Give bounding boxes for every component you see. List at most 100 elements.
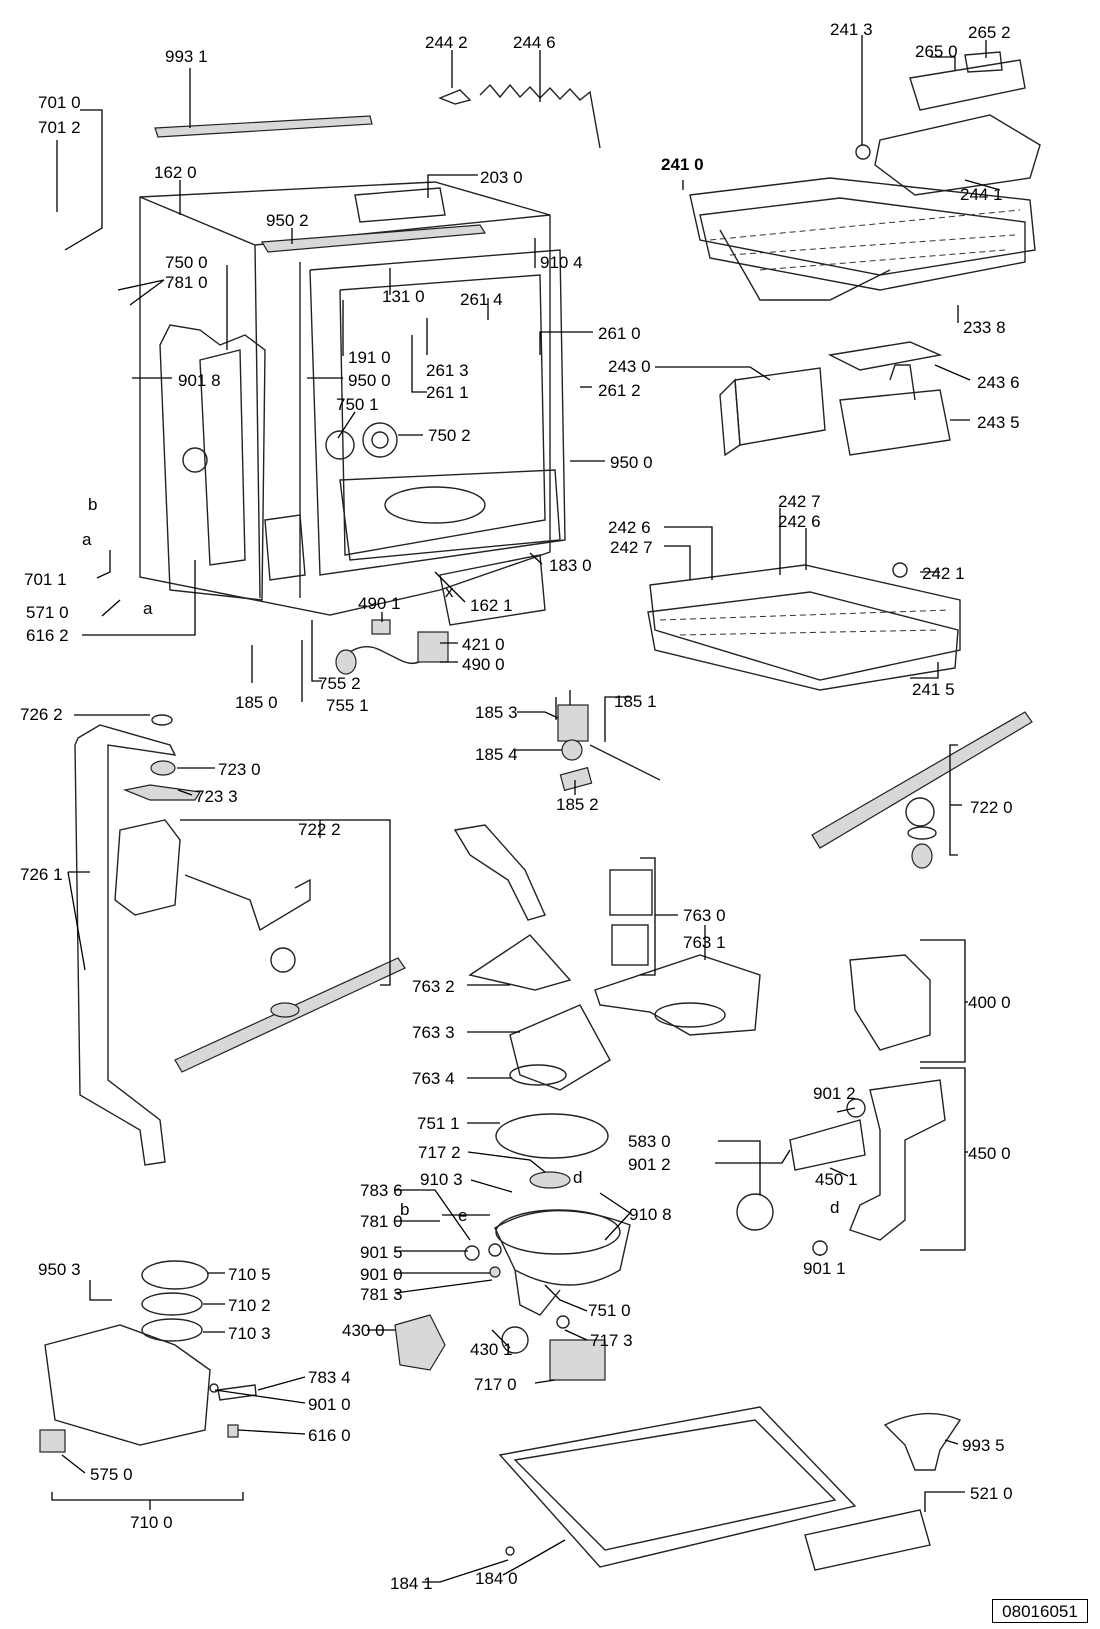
callout-label: 723 3 xyxy=(195,787,238,806)
callout-label: b xyxy=(88,495,97,514)
callout-label: 265 0 xyxy=(915,42,958,61)
callout-label: b xyxy=(400,1200,409,1219)
callout-label: 233 8 xyxy=(963,318,1006,337)
callout-label: 763 2 xyxy=(412,977,455,996)
callout-label: 755 1 xyxy=(326,696,369,715)
callout-label: 726 2 xyxy=(20,705,63,724)
callout-label: 243 0 xyxy=(608,357,651,376)
callout-label: 191 0 xyxy=(348,348,391,367)
callout-label: 242 7 xyxy=(778,492,821,511)
callout-label: 901 0 xyxy=(360,1265,403,1284)
callout-label: 261 3 xyxy=(426,361,469,380)
callout-label: 781 0 xyxy=(165,273,208,292)
part-upper-basket xyxy=(689,177,1036,301)
part-drain-hose xyxy=(736,954,946,1256)
callout-label: a xyxy=(143,599,153,618)
callout-label: 950 3 xyxy=(38,1260,81,1279)
callout-label: 450 0 xyxy=(968,1144,1011,1163)
callout-label: d xyxy=(830,1198,839,1217)
callout-label: 750 1 xyxy=(336,395,379,414)
part-water-conduit xyxy=(74,714,201,1166)
callout-label: 722 0 xyxy=(970,798,1013,817)
callout-label: 710 0 xyxy=(130,1513,173,1532)
callout-label: 910 8 xyxy=(629,1205,672,1224)
callout-label: a xyxy=(82,530,92,549)
reference-number: 08016051 xyxy=(992,1599,1088,1623)
part-wiring xyxy=(335,619,449,675)
part-heater-screw xyxy=(557,690,661,792)
callout-label: 710 3 xyxy=(228,1324,271,1343)
callout-labels: 993 1 244 2 244 6 241 3 265 2 265 0 701 0 701 2… xyxy=(20,20,1020,1593)
part-water-softener xyxy=(39,1260,257,1453)
callout-label: 717 0 xyxy=(474,1375,517,1394)
callout-label: 901 2 xyxy=(628,1155,671,1174)
callout-label: 185 3 xyxy=(475,703,518,722)
callout-label: 430 1 xyxy=(470,1340,513,1359)
part-top-strip xyxy=(154,115,373,138)
callout-label: 242 7 xyxy=(610,538,653,557)
callout-label: 781 0 xyxy=(360,1212,403,1231)
callout-label: 750 0 xyxy=(165,253,208,272)
callout-label: 244 6 xyxy=(513,33,556,52)
part-spring xyxy=(438,83,601,149)
callout-label: e xyxy=(458,1206,467,1225)
callout-label: 751 0 xyxy=(588,1301,631,1320)
callout-label: 243 6 xyxy=(977,373,1020,392)
callout-label: 763 4 xyxy=(412,1069,455,1088)
callout-label: 910 3 xyxy=(420,1170,463,1189)
callout-label: 616 0 xyxy=(308,1426,351,1445)
callout-label: 701 2 xyxy=(38,118,81,137)
callout-label: 901 1 xyxy=(803,1259,846,1278)
callout-label: 261 0 xyxy=(598,324,641,343)
callout-label: 993 5 xyxy=(962,1436,1005,1455)
callout-label: 490 1 xyxy=(358,594,401,613)
callout-label: 763 1 xyxy=(683,933,726,952)
callout-label: 244 2 xyxy=(425,33,468,52)
callout-label: 241 5 xyxy=(912,680,955,699)
callout-label: 421 0 xyxy=(462,635,505,654)
callout-label: 781 3 xyxy=(360,1285,403,1304)
callout-label: 241 0 xyxy=(661,155,704,174)
callout-label: 993 1 xyxy=(165,47,208,66)
callout-label: 950 2 xyxy=(266,211,309,230)
callout-label: 162 0 xyxy=(154,163,197,182)
callout-label: 185 4 xyxy=(475,745,518,764)
part-lower-basket xyxy=(647,562,961,691)
callout-label: 751 1 xyxy=(417,1114,460,1133)
callout-label: 710 5 xyxy=(228,1265,271,1284)
callout-label: 717 3 xyxy=(590,1331,633,1350)
callout-label: 901 0 xyxy=(308,1395,351,1414)
callout-label: 723 0 xyxy=(218,760,261,779)
callout-label: 910 4 xyxy=(540,253,583,272)
callout-label: 242 6 xyxy=(608,518,651,537)
callout-label: 261 2 xyxy=(598,381,641,400)
callout-label: 575 0 xyxy=(90,1465,133,1484)
callout-label: 521 0 xyxy=(970,1484,1013,1503)
part-cutlery-baskets xyxy=(719,341,951,457)
callout-label: 450 1 xyxy=(815,1170,858,1189)
callout-label: 242 1 xyxy=(922,564,965,583)
callout-label: 162 1 xyxy=(470,596,513,615)
callout-label: 763 3 xyxy=(412,1023,455,1042)
callout-label: 755 2 xyxy=(318,674,361,693)
callout-label: 490 0 xyxy=(462,655,505,674)
callout-label: 244 1 xyxy=(960,185,1003,204)
callout-label: 701 1 xyxy=(24,570,67,589)
callout-label: 726 1 xyxy=(20,865,63,884)
callout-label: 241 3 xyxy=(830,20,873,39)
callout-label: 722 2 xyxy=(298,820,341,839)
callout-label: 183 0 xyxy=(549,556,592,575)
callout-label: 203 0 xyxy=(480,168,523,187)
leader-lines xyxy=(51,35,1001,1583)
callout-label: 184 1 xyxy=(390,1574,433,1593)
callout-label: 901 2 xyxy=(813,1084,856,1103)
callout-label: 950 0 xyxy=(348,371,391,390)
callout-label: 901 5 xyxy=(360,1243,403,1262)
part-upper-spray-arm xyxy=(811,711,1033,869)
callout-label: 710 2 xyxy=(228,1296,271,1315)
callout-label: 430 0 xyxy=(342,1321,385,1340)
callout-label: 783 6 xyxy=(360,1181,403,1200)
callout-label: 265 2 xyxy=(968,23,1011,42)
callout-label: 701 0 xyxy=(38,93,81,112)
